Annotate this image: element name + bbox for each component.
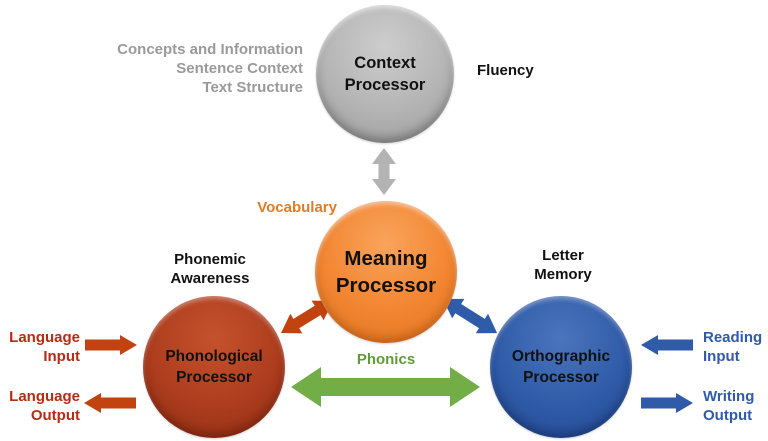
language-output-label: Language Output [9, 388, 80, 424]
meaning-processor-node: Meaning Processor [315, 201, 457, 343]
context-processor-node: Context Processor [316, 5, 454, 143]
orthographic-processor-node: Orthographic Processor [490, 296, 632, 438]
phonological-processor-label-line2: Processor [176, 369, 252, 386]
context-inputs-label: Concepts and Information Sentence Contex… [117, 41, 303, 96]
phonological-meaning-double-arrow [281, 300, 333, 334]
context-processor-label-line2: Processor [344, 76, 426, 94]
context-meaning-double-arrow [372, 148, 396, 195]
meaning-processor-label-line1: Meaning [344, 247, 428, 270]
letter-memory-label: Letter Memory [534, 247, 592, 283]
meaning-processor-label-line2: Processor [335, 274, 437, 297]
phonemic-awareness-label: Phonemic Awareness [170, 251, 250, 287]
meaning-orthographic-double-arrow [443, 298, 498, 334]
context-processor-label-line1: Context [354, 54, 416, 72]
phonics-label: Phonics [356, 351, 416, 368]
phonics-double-arrow [291, 367, 480, 407]
writing-output-label: Writing Output [703, 388, 755, 424]
phonological-processor-label-line1: Phonological [165, 348, 263, 365]
reading-input-label: Reading Input [703, 329, 763, 365]
orthographic-processor-label-line2: Processor [523, 369, 599, 386]
vocabulary-label: Vocabulary [257, 199, 337, 216]
language-input-arrow [85, 335, 137, 355]
language-output-arrow [84, 393, 136, 413]
writing-output-arrow [641, 393, 693, 413]
reading-input-arrow [641, 335, 693, 355]
orthographic-processor-label-line1: Orthographic [511, 348, 611, 365]
fluency-label: Fluency [477, 62, 534, 79]
phonological-processor-node: Phonological Processor [143, 296, 285, 438]
language-input-label: Language Input [9, 329, 80, 365]
